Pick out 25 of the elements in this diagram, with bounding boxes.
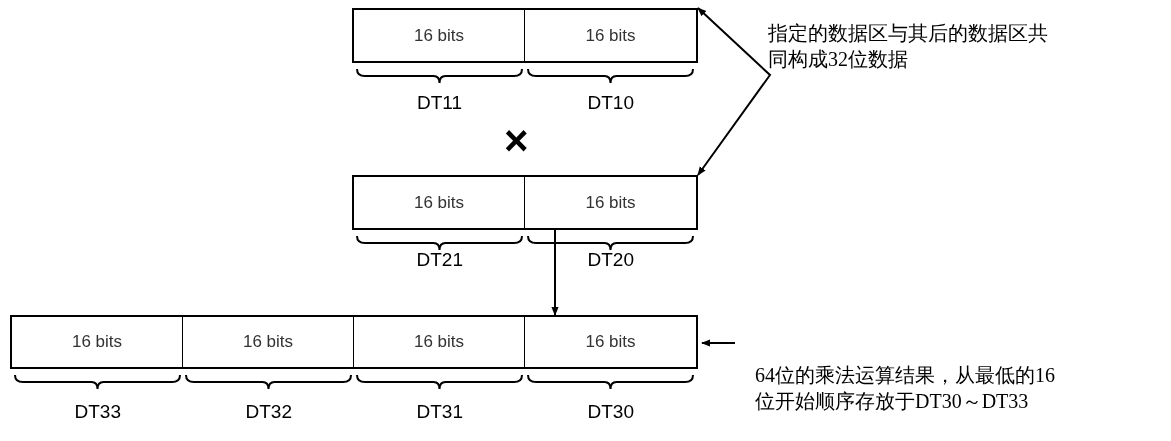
register-cell: 16 bits <box>354 10 525 61</box>
arrow <box>697 7 772 176</box>
multiply-sign: × <box>504 120 529 162</box>
register-row <box>352 8 698 63</box>
register-label: DT30 <box>587 401 634 423</box>
register-row <box>352 175 698 230</box>
register-label: DT10 <box>587 92 634 114</box>
register-cell: 16 bits <box>354 177 525 228</box>
note-text: 64位的乘法运算结果，从最低的16位开始顺序存放于DT30～DT33 <box>755 362 1055 414</box>
arrow <box>701 339 736 347</box>
register-row <box>10 315 698 369</box>
register-label: DT21 <box>416 249 463 271</box>
register-cell: 16 bits <box>354 317 525 367</box>
register-cell: 16 bits <box>525 10 696 61</box>
register-label: DT20 <box>587 249 634 271</box>
register-label: DT32 <box>245 401 292 423</box>
register-cell: 16 bits <box>525 317 696 367</box>
register-cell: 16 bits <box>183 317 354 367</box>
note-text: 指定的数据区与其后的数据区共同构成32位数据 <box>768 21 1049 72</box>
register-cell: 16 bits <box>525 177 696 228</box>
arrow <box>551 229 559 316</box>
register-label: DT31 <box>416 401 463 423</box>
register-label: DT33 <box>74 401 121 423</box>
register-cell: 16 bits <box>12 317 183 367</box>
register-label: DT11 <box>417 92 463 114</box>
